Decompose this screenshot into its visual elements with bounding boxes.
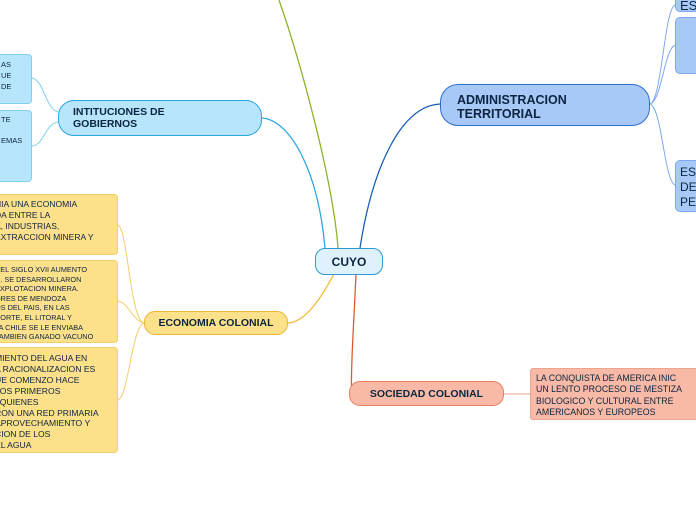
leaf-text: TE EMAS [1, 115, 23, 145]
branch-instituciones[interactable]: INTITUCIONES DE GOBIERNOS [58, 100, 262, 136]
connector-economia [287, 273, 335, 324]
leaf-text: ES [680, 0, 696, 12]
leaf-administracion-2[interactable] [675, 17, 696, 74]
central-topic-cuyo[interactable]: CUYO [315, 248, 383, 275]
leaf-economia-1[interactable]: NIA UNA ECONOMIA DA ENTRE LA A, INDUSTRI… [0, 194, 118, 255]
leaf-text: AS UE DE [1, 60, 12, 91]
leaf-economia-3[interactable]: MIENTO DEL AGUA EN A RACIONALIZACION ES … [0, 347, 118, 453]
branch-sociedad[interactable]: SOCIEDAD COLONIAL [349, 381, 504, 406]
connector-top [278, 0, 339, 249]
leaf-text: LA CONQUISTA DE AMERICA INIC UN LENTO PR… [536, 373, 682, 418]
connector-instituciones [261, 117, 326, 249]
branch-economia-label: ECONOMIA COLONIAL [158, 317, 274, 329]
branch-administracion[interactable]: ADMINISTRACION TERRITORIAL [440, 84, 650, 126]
leaf-text: MIENTO DEL AGUA EN A RACIONALIZACION ES … [0, 353, 99, 451]
leaf-sociedad-1[interactable]: LA CONQUISTA DE AMERICA INIC UN LENTO PR… [530, 368, 696, 420]
leaf-instituciones-2[interactable]: TE EMAS [0, 110, 32, 182]
leaf-text: NIA UNA ECONOMIA DA ENTRE LA A, INDUSTRI… [0, 199, 94, 242]
branch-administracion-label: ADMINISTRACION TERRITORIAL [457, 93, 567, 121]
leaf-text: ES DE PE [680, 165, 696, 209]
central-topic-label: CUYO [331, 254, 367, 269]
leaf-text: DEL SIGLO XVII AUMENTO N. SE DESARROLLAR… [0, 265, 94, 342]
leaf-economia-2[interactable]: DEL SIGLO XVII AUMENTO N. SE DESARROLLAR… [0, 260, 118, 343]
connector-sociedad [350, 273, 357, 395]
leaf-instituciones-1[interactable]: AS UE DE [0, 54, 32, 104]
branch-sociedad-label: SOCIEDAD COLONIAL [369, 387, 484, 400]
leaf-administracion-3[interactable]: ES DE PE [675, 160, 696, 212]
branch-instituciones-label: INTITUCIONES DE GOBIERNOS [73, 106, 165, 130]
connector-administracion [359, 103, 441, 249]
leaf-administracion-1[interactable]: ES [675, 0, 696, 12]
branch-economia[interactable]: ECONOMIA COLONIAL [144, 311, 288, 335]
